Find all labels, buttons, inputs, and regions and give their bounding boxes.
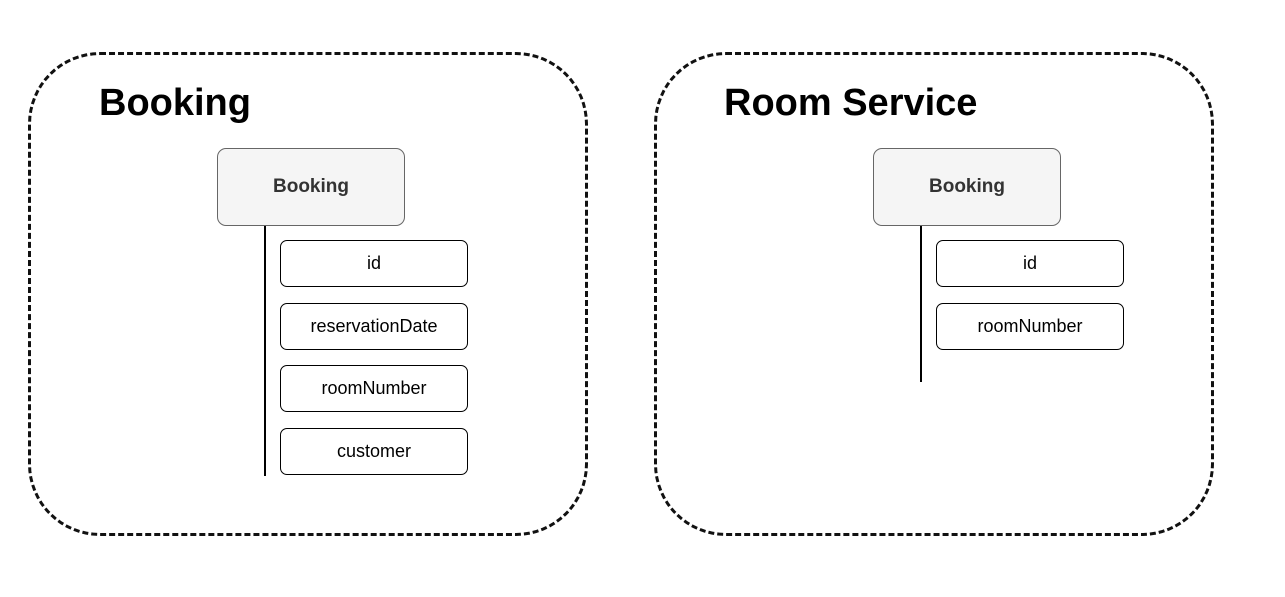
entity-booking: Booking <box>873 148 1061 226</box>
attribute-room-number: roomNumber <box>936 303 1124 350</box>
attribute-customer: customer <box>280 428 468 475</box>
context-title-room-service: Room Service <box>724 82 978 124</box>
attribute-connector-line <box>264 226 266 476</box>
booking-context-boundary: Booking Booking id reservationDate roomN… <box>28 52 588 536</box>
attribute-id: id <box>936 240 1124 287</box>
attribute-room-number: roomNumber <box>280 365 468 412</box>
context-title-booking: Booking <box>99 82 251 124</box>
attribute-connector-line <box>920 226 922 382</box>
entity-booking: Booking <box>217 148 405 226</box>
attribute-id: id <box>280 240 468 287</box>
room-service-context-boundary: Room Service Booking id roomNumber <box>654 52 1214 536</box>
attribute-reservation-date: reservationDate <box>280 303 468 350</box>
